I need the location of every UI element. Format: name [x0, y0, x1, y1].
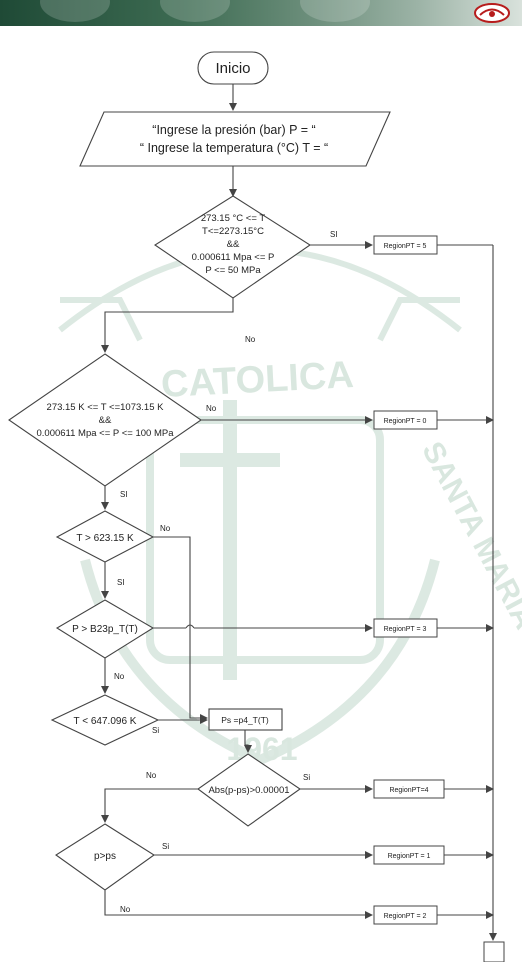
decision6-label: Abs(p-ps)>0.00001 [208, 785, 289, 796]
decision5-yes-label: Si [152, 726, 159, 735]
decision2-yes-label: SI [120, 490, 128, 499]
decision6-no-label: No [146, 771, 157, 780]
result-region-3-label: RegionPT = 3 [384, 626, 427, 633]
decision7-label: p>ps [94, 851, 116, 862]
decision7-no-label: No [120, 905, 131, 914]
result-region-2-label: RegionPT = 2 [384, 913, 427, 920]
result-region-4: RegionPT=4 [374, 780, 444, 798]
end-node [484, 942, 504, 962]
result-region-3: RegionPT = 3 [374, 619, 437, 637]
decision6-yes-label: Si [303, 773, 310, 782]
decision-temperature-pressure-range-1: 273.15 °C <= T T<=2273.15°C && 0.000611 … [155, 196, 310, 298]
decision5-label: T < 647.096 K [74, 716, 137, 727]
decision4-no-label: No [114, 672, 125, 681]
result-region-1-label: RegionPT = 1 [388, 853, 431, 860]
decision7-yes-label: Si [162, 842, 169, 851]
decision-temperature-pressure-range-2: 273.15 K <= T <=1073.15 K && 0.000611 Mp… [9, 354, 201, 486]
decision2-line-3: 0.000611 Mpa <= P <= 100 MPa [37, 428, 175, 439]
result-region-4-label: RegionPT=4 [389, 787, 428, 794]
result-region-2: RegionPT = 2 [374, 906, 437, 924]
decision-t-greater-623: T > 623.15 K [57, 511, 153, 562]
decision3-no-label: No [160, 524, 171, 533]
decision-t-less-647: T < 647.096 K [52, 695, 158, 745]
input-line-2: “ Ingrese la temperatura (°C) T = “ [140, 141, 328, 155]
process-saturation-pressure: Ps =p4_T(T) [209, 709, 282, 730]
decision-p-greater-b23p: P > B23p_T(T) [57, 600, 153, 658]
start-node: Inicio [198, 52, 268, 84]
input-node: “Ingrese la presión (bar) P = “ “ Ingres… [80, 112, 390, 166]
decision-abs-difference: Abs(p-ps)>0.00001 [198, 754, 300, 826]
result-region-0: RegionPT = 0 [374, 411, 437, 429]
result-region-5: RegionPT = 5 [374, 236, 437, 254]
decision1-line-3: && [227, 239, 240, 250]
decision4-label: P > B23p_T(T) [72, 624, 138, 635]
input-line-1: “Ingrese la presión (bar) P = “ [152, 123, 315, 137]
decision2-line-2: && [99, 415, 112, 426]
decision1-line-1: 273.15 °C <= T [201, 213, 266, 224]
result-region-0-label: RegionPT = 0 [384, 418, 427, 425]
decision-p-greater-ps: p>ps [56, 824, 154, 890]
start-label: Inicio [215, 60, 250, 77]
decision1-line-5: P <= 50 MPa [205, 265, 261, 276]
decision3-yes-label: SI [117, 578, 125, 587]
decision3-label: T > 623.15 K [76, 533, 134, 544]
decision2-no-label: No [206, 404, 217, 413]
process-ps-label: Ps =p4_T(T) [221, 715, 269, 725]
decision1-line-4: 0.000611 Mpa <= P [192, 252, 275, 263]
decision1-yes-label: SI [330, 230, 338, 239]
result-region-1: RegionPT = 1 [374, 846, 444, 864]
connector-lines [105, 84, 493, 940]
decision2-line-1: 273.15 K <= T <=1073.15 K [47, 402, 165, 413]
decision1-line-2: T<=2273.15°C [202, 226, 264, 237]
result-region-5-label: RegionPT = 5 [384, 243, 427, 250]
decision1-no-label: No [245, 335, 256, 344]
